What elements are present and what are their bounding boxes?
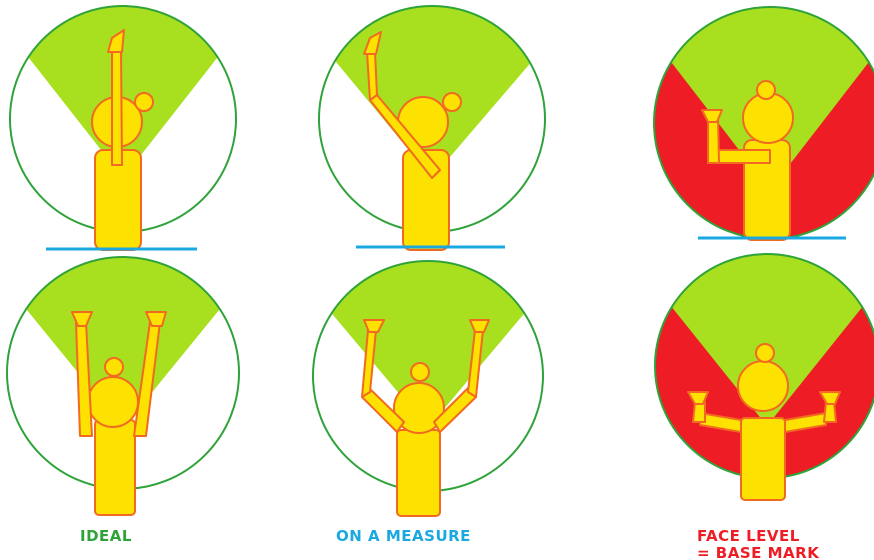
- hair-bun: [411, 363, 429, 381]
- panel-face-level-one-arm: [600, 0, 874, 260]
- body: [95, 420, 135, 515]
- caption-ideal: IDEAL: [80, 528, 132, 545]
- hair-bun: [105, 358, 123, 376]
- head: [743, 93, 793, 143]
- panel-measure-one-arm: [260, 0, 610, 250]
- arm: [712, 150, 770, 163]
- head: [738, 361, 788, 411]
- body: [397, 430, 440, 516]
- panel-face-level-two-arms: [610, 230, 874, 500]
- hair-bun: [443, 93, 461, 111]
- caption-face-level-line2: = BASE MARK: [697, 545, 819, 560]
- body: [741, 418, 785, 500]
- panel-ideal-two-arms: [0, 240, 276, 515]
- hair-bun: [756, 344, 774, 362]
- panel-ideal-one-arm: [0, 0, 286, 250]
- forearm: [708, 118, 719, 163]
- caption-on-a-measure-text: ON A MEASURE: [336, 527, 471, 545]
- hair-bun: [757, 81, 775, 99]
- caption-face-level: FACE LEVEL = BASE MARK: [697, 528, 819, 560]
- green-zone: [0, 0, 286, 178]
- caption-on-a-measure: ON A MEASURE: [336, 528, 471, 545]
- hair-bun: [135, 93, 153, 111]
- raised-arm: [112, 50, 122, 165]
- head: [88, 377, 138, 427]
- panel-measure-two-arms: [270, 240, 586, 516]
- caption-ideal-text: IDEAL: [80, 527, 132, 545]
- caption-face-level-line1: FACE LEVEL: [697, 528, 819, 545]
